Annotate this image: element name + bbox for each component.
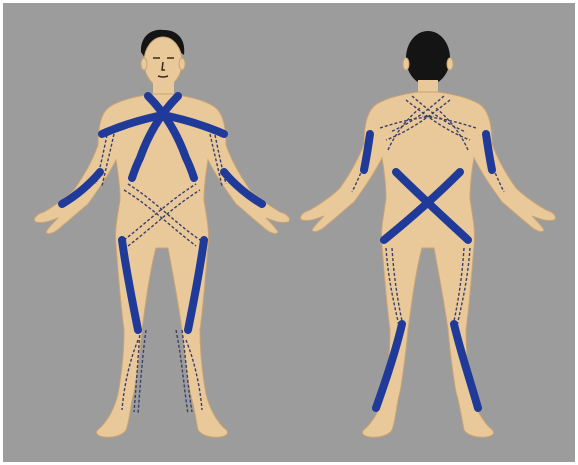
back-head — [406, 31, 450, 85]
background-panel — [3, 3, 575, 462]
